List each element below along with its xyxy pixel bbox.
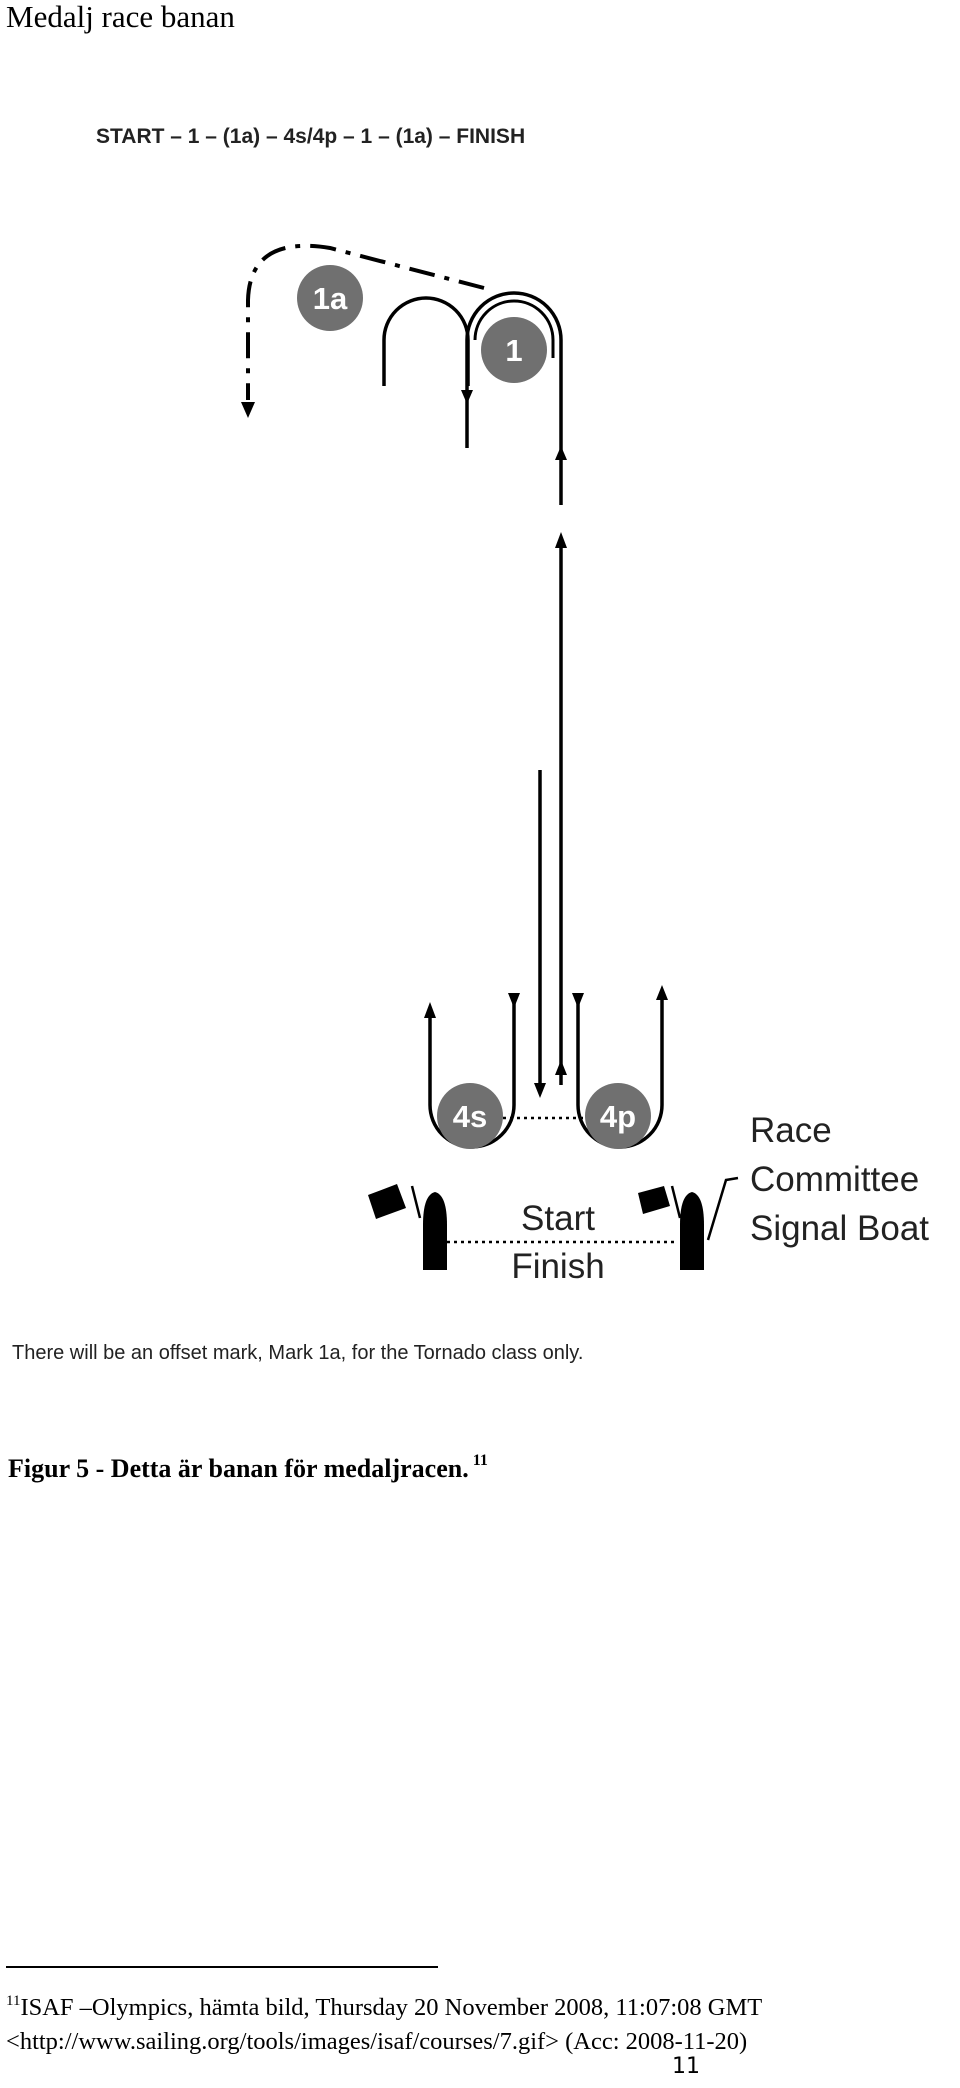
pin-end-boat-icon — [368, 1184, 447, 1270]
mark-4p: 4p — [585, 1083, 651, 1149]
course-diagram-svg: START – 1 – (1a) – 4s/4p – 1 – (1a) – FI… — [12, 125, 929, 1364]
page-heading: Medalj race banan — [6, 0, 235, 34]
mark-1-inner-path — [473, 299, 555, 350]
footnote-line-1: 11ISAF –Olympics, hämta bild, Thursday 2… — [6, 1984, 762, 2025]
finish-label: Finish — [511, 1247, 604, 1286]
mark-1-rounding-path — [465, 291, 563, 505]
footnote-separator — [6, 1966, 438, 1968]
mark-1: 1 — [481, 317, 547, 383]
mark-1-label: 1 — [505, 333, 522, 368]
offset-leg-path — [246, 243, 485, 400]
offset-leg-arrowhead — [241, 402, 255, 418]
footnote-number: 11 — [6, 1993, 21, 2009]
footnote-reference[interactable]: 11 — [472, 1452, 488, 1469]
figure-caption: Figur 5 - Detta är banan för medaljracen… — [8, 1452, 488, 1484]
page-number: 11 — [672, 2054, 700, 2079]
footnote: 11ISAF –Olympics, hämta bild, Thursday 2… — [6, 1984, 762, 2059]
mark-4s: 4s — [437, 1083, 503, 1149]
footnote-source-text: ISAF –Olympics, hämta bild, Thursday 20 … — [20, 1994, 763, 2021]
signal-boat-label-line-1: Race — [750, 1111, 832, 1150]
mark-4s-label: 4s — [453, 1099, 487, 1134]
signal-boat-label-line-3: Signal Boat — [750, 1209, 929, 1248]
mark-1a: 1a — [297, 265, 363, 331]
start-label: Start — [521, 1199, 595, 1238]
mark-1a-label: 1a — [313, 281, 348, 316]
figure-caption-text: Figur 5 - Detta är banan för medaljracen… — [8, 1454, 469, 1483]
course-sequence: START – 1 – (1a) – 4s/4p – 1 – (1a) – FI… — [96, 125, 525, 148]
committee-boat-icon — [638, 1176, 739, 1270]
signal-boat-label-line-2: Committee — [750, 1160, 919, 1199]
mark-4p-label: 4p — [600, 1099, 636, 1134]
footnote-line-2[interactable]: <http://www.sailing.org/tools/images/isa… — [6, 2028, 748, 2055]
mark-1-upwind-arrow — [555, 446, 567, 460]
course-note: There will be an offset mark, Mark 1a, f… — [12, 1342, 583, 1364]
mark-1-rounding-outer — [382, 296, 470, 386]
course-diagram: START – 1 – (1a) – 4s/4p – 1 – (1a) – FI… — [0, 100, 960, 1380]
mark-1-downwind-arrow — [461, 390, 473, 404]
